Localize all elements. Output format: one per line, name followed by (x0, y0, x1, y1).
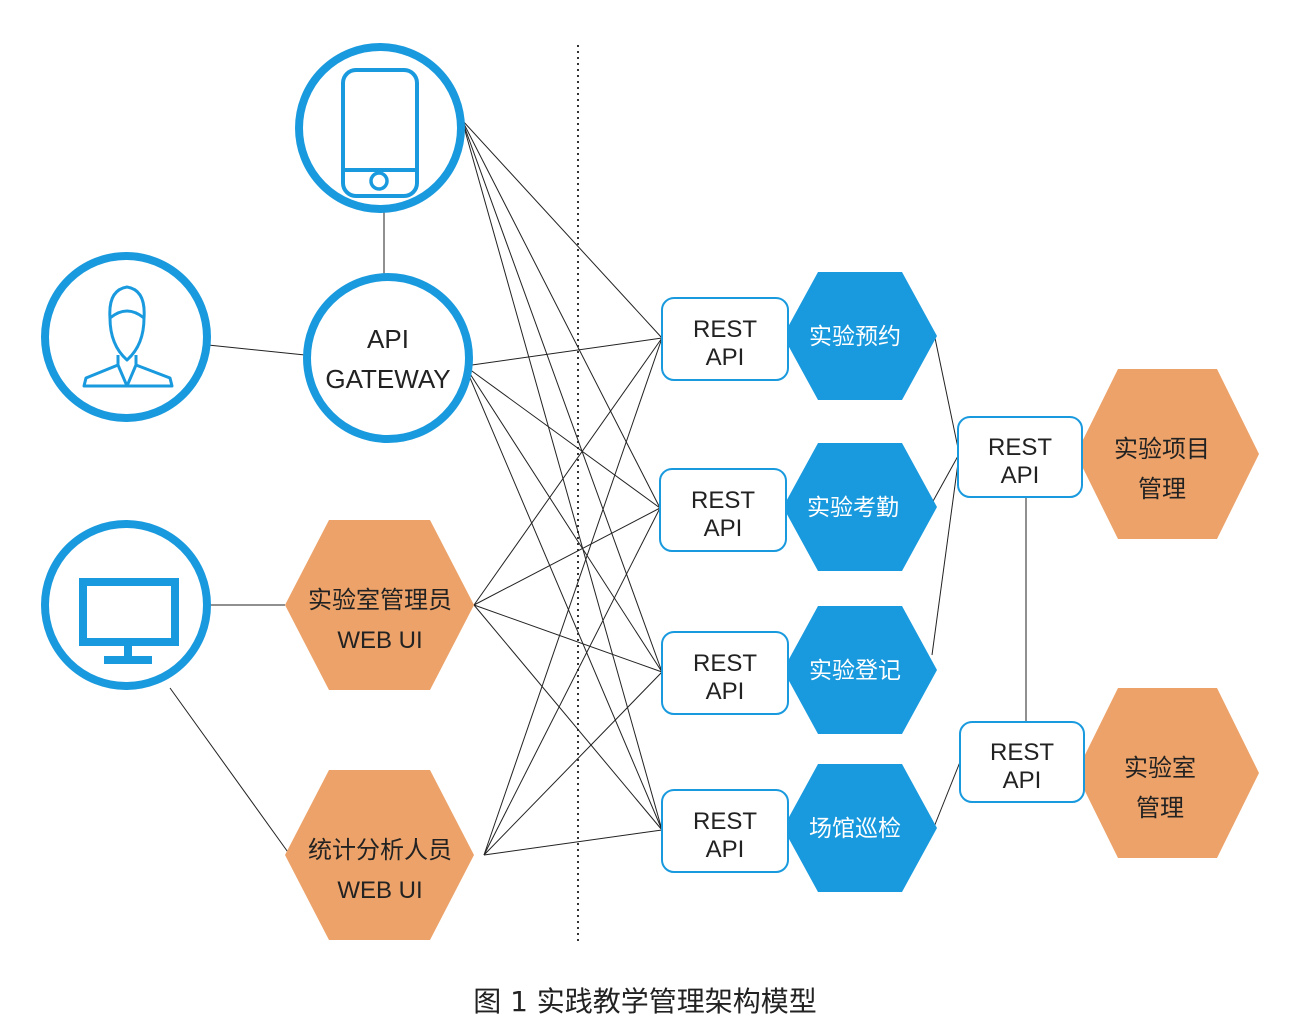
rest-api-label: API (706, 678, 745, 705)
rest-api-label: API (706, 836, 745, 863)
connector-line (483, 671, 663, 856)
analyst-label-line1: 统计分析人员 (308, 837, 452, 864)
service-label: 场馆巡检 (809, 815, 901, 841)
connector-line (461, 119, 661, 509)
service-attendance: REST API 实验考勤 (659, 443, 937, 571)
connector-line (483, 829, 663, 856)
connector-line (461, 119, 663, 831)
api-gateway-node: API GATEWAY (303, 273, 473, 443)
admin-label-line2: WEB UI (337, 627, 422, 654)
rest-api-label: REST (988, 434, 1052, 461)
gateway-label-line1: API (367, 324, 409, 354)
backend-label-line2: 管理 (1136, 795, 1184, 822)
connector-line (934, 337, 959, 449)
connector-line (931, 462, 959, 656)
connector-line (169, 687, 291, 856)
connector-line (461, 119, 663, 673)
connector-line (207, 344, 306, 356)
connector-line (473, 604, 663, 673)
user-icon (82, 285, 174, 388)
rest-api-label: REST (693, 808, 757, 835)
service-reservation: REST API 实验预约 (661, 272, 937, 400)
rest-api-label: REST (691, 487, 755, 514)
rest-api-label: API (1001, 462, 1040, 489)
rest-api-label: API (706, 344, 745, 371)
backend-label-line1: 实验室 (1124, 755, 1196, 782)
connector-line (473, 507, 661, 606)
backend-label-line2: 管理 (1138, 476, 1186, 503)
backend-project-management: REST API 实验项目 管理 (957, 369, 1259, 539)
connector-line (464, 365, 663, 673)
monitor-icon (79, 578, 179, 664)
connector-line (931, 455, 959, 504)
connector-line (483, 337, 663, 856)
architecture-diagram: API GATEWAY 实验室管理员 WEB UI 统计分析人员 WEB UI … (41, 43, 1259, 942)
rest-api-label: API (1003, 767, 1042, 794)
connector-line (464, 337, 663, 367)
backend-label-line1: 实验项目 (1114, 436, 1210, 463)
admin-web-ui-node: 实验室管理员 WEB UI (285, 520, 474, 690)
gateway-label-line2: GATEWAY (325, 364, 450, 394)
service-inspection: REST API 场馆巡检 (661, 764, 937, 892)
rest-api-label: REST (990, 739, 1054, 766)
monitor-node (41, 520, 211, 690)
connector-line (483, 507, 661, 856)
connector-lines (169, 119, 1027, 856)
rest-api-label: API (704, 515, 743, 542)
mobile-phone-icon (341, 68, 419, 198)
rest-api-label: REST (693, 650, 757, 677)
user-node (41, 252, 211, 422)
connector-line (473, 337, 663, 606)
analyst-web-ui-node: 统计分析人员 WEB UI (285, 770, 474, 940)
connector-line (464, 365, 661, 509)
figure-caption: 图 1 实践教学管理架构模型 (473, 985, 817, 1018)
service-registration: REST API 实验登记 (661, 606, 937, 734)
admin-label-line1: 实验室管理员 (308, 587, 452, 614)
connector-line (461, 119, 663, 339)
service-label: 实验预约 (809, 323, 901, 349)
connector-line (473, 604, 663, 831)
mobile-node (295, 43, 465, 213)
service-label: 实验登记 (809, 657, 901, 683)
connector-line (931, 761, 961, 833)
service-label: 实验考勤 (807, 494, 899, 520)
connector-line (464, 365, 663, 831)
analyst-label-line2: WEB UI (337, 877, 422, 904)
backend-lab-management: REST API 实验室 管理 (959, 688, 1259, 858)
rest-api-label: REST (693, 316, 757, 343)
